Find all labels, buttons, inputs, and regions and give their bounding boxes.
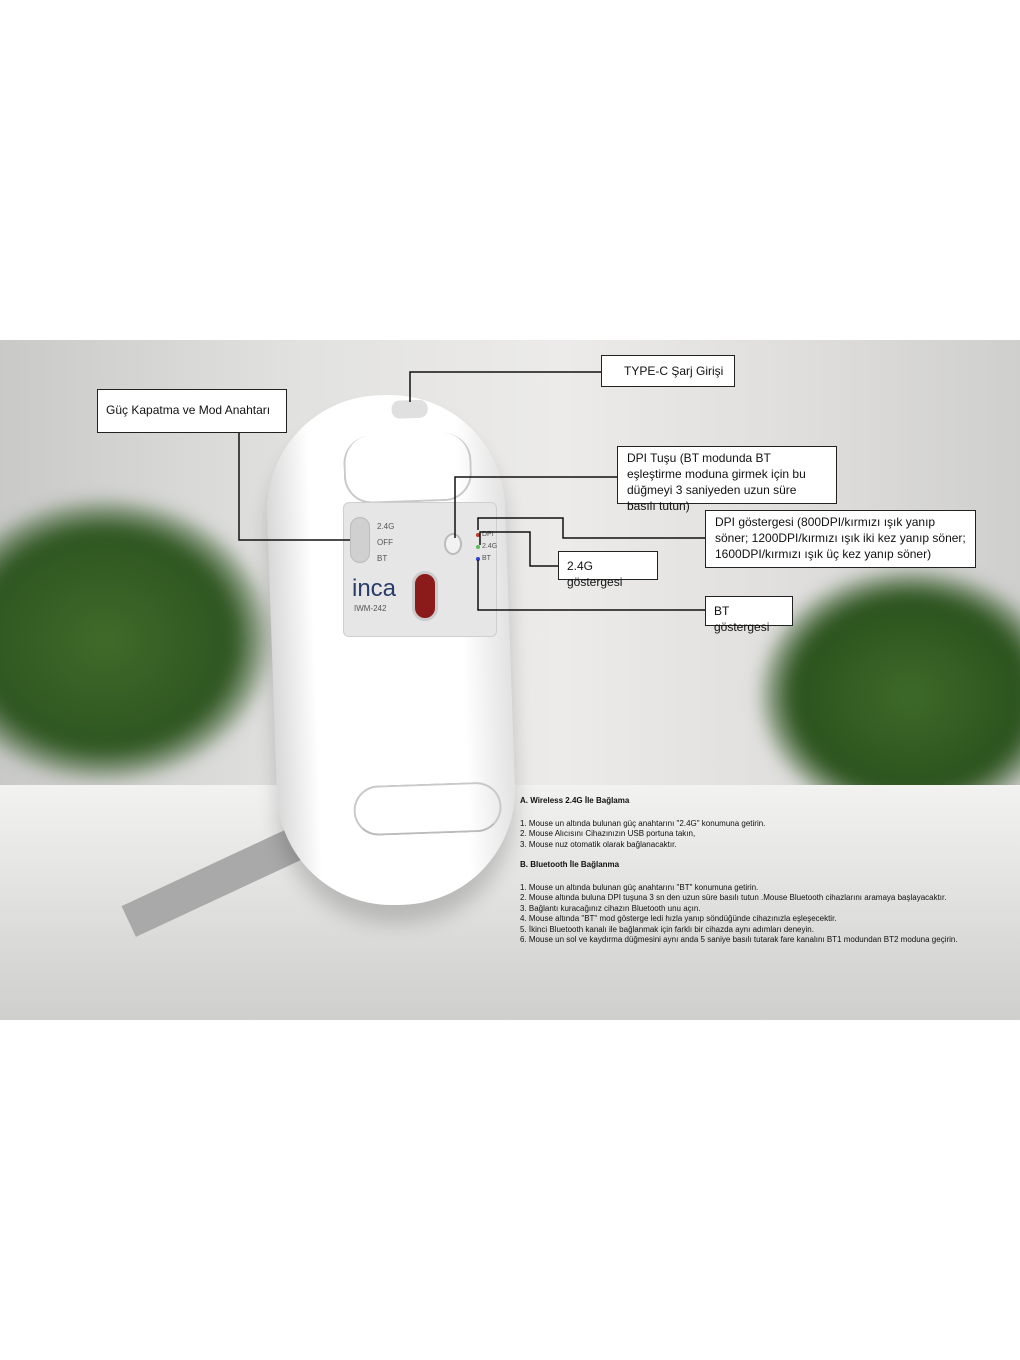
line-dpi-indicator — [477, 517, 705, 539]
step: 2. Mouse Alıcısını Cihazınızın USB portu… — [520, 829, 696, 838]
switch-pos-off: OFF — [377, 538, 393, 547]
switch-pos-bt: BT — [377, 554, 388, 563]
label-dpi-indicator: DPI göstergesi (800DPI/kırmızı ışık yanı… — [705, 510, 976, 568]
label-type-c: TYPE-C Şarj Girişi — [601, 355, 735, 387]
label-24g-indicator: 2.4G göstergesi — [558, 551, 658, 589]
step: 1. Mouse un altında bulunan güç anahtarı… — [520, 818, 766, 828]
switch-pos-24g: 2.4G — [377, 522, 395, 531]
line-bt — [477, 560, 705, 611]
step: 3. Bağlantı kuracağınız cihazın Bluetoot… — [520, 903, 701, 913]
led-label-bt: BT — [482, 555, 491, 562]
control-panel: 2.4G OFF BT inca IWM-242 DPI 2.4G BT — [343, 502, 497, 637]
step: 1. Mouse un altında bulunan güç anahtarı… — [520, 882, 759, 892]
label-bt-indicator: BT göstergesi — [705, 596, 793, 634]
step: 5. İkinci Bluetooth kanalı ile bağlanmak… — [520, 924, 814, 934]
g24-led — [476, 545, 480, 549]
line-dpi-button — [454, 476, 617, 538]
model-label: IWM-242 — [354, 604, 387, 613]
power-switch[interactable] — [350, 517, 370, 563]
line-typec — [409, 371, 601, 402]
brand-logo: inca — [352, 575, 397, 602]
step: 3. Mouse nuz otomatik olarak bağlanacakt… — [520, 839, 677, 849]
led-label-dpi: DPI — [482, 531, 494, 538]
line-24g — [479, 531, 558, 567]
plant-left — [0, 500, 270, 780]
product-scene — [0, 340, 1020, 1020]
step: 6. Mouse un sol ve kaydırma düğmesini ay… — [520, 935, 958, 944]
dpi-button[interactable] — [444, 533, 462, 555]
sensor — [412, 571, 438, 621]
label-power-switch: Güç Kapatma ve Mod Anahtarı — [97, 389, 287, 433]
step: 4. Mouse altında "BT" mod gösterge ledi … — [520, 914, 837, 923]
line-power — [238, 432, 350, 541]
dpi-led — [476, 533, 480, 537]
instructions: A. Wireless 2.4G İle Bağlama 1. Mouse un… — [520, 796, 958, 946]
section-b-title: B. Bluetooth İle Bağlanma — [520, 860, 620, 869]
section-a-title: A. Wireless 2.4G İle Bağlama — [520, 796, 630, 805]
step: 2. Mouse altında buluna DPI tuşuna 3 sn … — [520, 893, 947, 902]
label-dpi-button: DPI Tuşu (BT modunda BT eşleştirme modun… — [617, 446, 837, 513]
plant-right — [760, 570, 1020, 820]
led-label-24g: 2.4G — [482, 543, 498, 550]
bt-led — [476, 557, 480, 561]
